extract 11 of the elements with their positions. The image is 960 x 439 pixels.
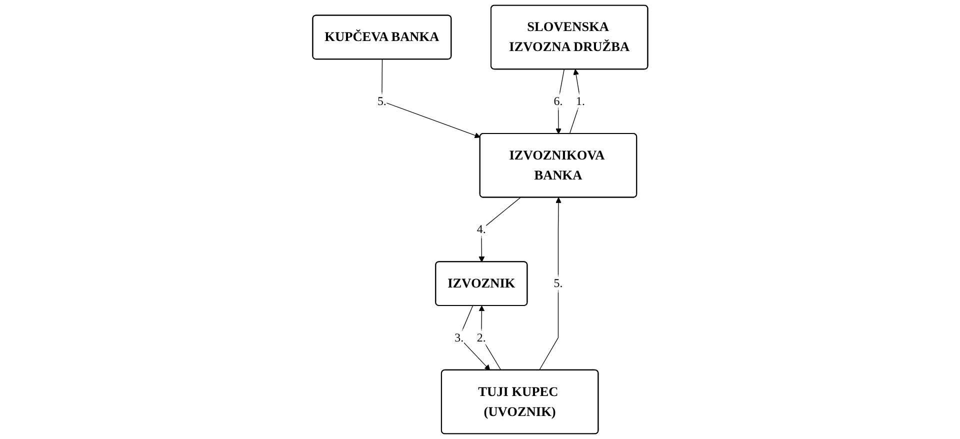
arrow [478,306,502,371]
edge-label: 2. [476,330,486,344]
arrow [381,59,480,138]
edge-label: 4. [476,222,486,236]
arrow [478,197,520,262]
arrow [569,69,581,134]
edge-label: 6. [554,94,562,108]
edge-label: 5. [554,276,562,290]
edge-label: 5. [377,94,386,108]
edge-label: 3. [454,330,464,344]
edge-label: 1. [576,94,585,108]
